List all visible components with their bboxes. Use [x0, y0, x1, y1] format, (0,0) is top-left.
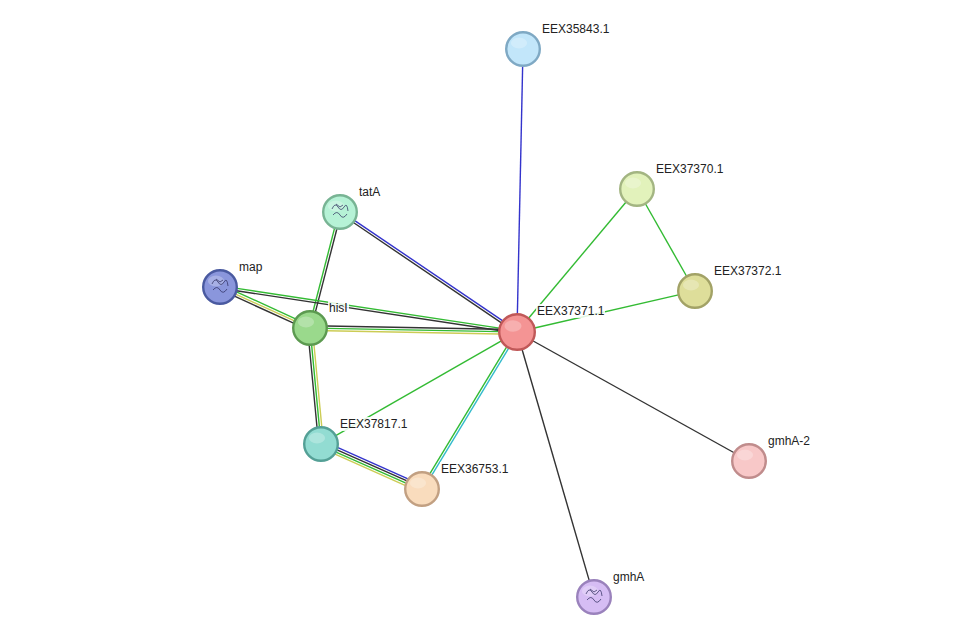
evidence-line [645, 204, 686, 276]
evidence-line [313, 228, 334, 311]
protein-node: EEX35843.1 [505, 31, 541, 67]
node-circle [322, 194, 358, 230]
evidence-line [533, 341, 734, 453]
evidence-line [338, 448, 408, 479]
evidence-line [430, 347, 507, 474]
node-label: hisI [328, 301, 349, 315]
interaction-edge [522, 349, 589, 580]
node-disc [203, 270, 237, 304]
evidence-line [237, 288, 499, 328]
evidence-line [234, 296, 293, 323]
protein-node: map [202, 269, 238, 305]
structure-icon [212, 279, 228, 292]
interaction-edge [353, 221, 502, 323]
protein-node: tatA [322, 194, 358, 230]
evidence-line [517, 66, 522, 314]
node-label: EEX35843.1 [541, 22, 610, 36]
node-disc [499, 314, 535, 350]
interaction-edge [535, 295, 679, 328]
protein-node: EEX37817.1 [303, 426, 339, 462]
interaction-edge [430, 347, 509, 475]
evidence-line [335, 454, 405, 485]
protein-node: gmhA-2 [731, 443, 767, 479]
evidence-line [529, 202, 627, 318]
node-highlight [298, 317, 314, 328]
evidence-line [309, 345, 317, 427]
node-disc [293, 311, 327, 345]
evidence-line [522, 349, 589, 580]
evidence-line [336, 341, 502, 436]
interaction-edge [335, 448, 408, 486]
protein-node: hisI [292, 310, 328, 346]
node-disc [304, 427, 338, 461]
node-disc [405, 472, 439, 506]
node-label: EEX37370.1 [655, 162, 724, 176]
node-circle [731, 443, 767, 479]
structure-icon [586, 589, 602, 602]
protein-node: EEX36753.1 [404, 471, 440, 507]
node-disc [620, 172, 654, 206]
node-circle [292, 310, 328, 346]
interaction-edge [533, 341, 734, 453]
structure-icon [332, 204, 348, 217]
evidence-line [237, 291, 499, 331]
interaction-edge [529, 202, 627, 318]
evidence-line [336, 452, 406, 483]
node-highlight [511, 38, 527, 49]
node-label: tatA [358, 185, 381, 199]
interaction-edge [237, 288, 500, 330]
node-circle [303, 426, 339, 462]
node-highlight [410, 478, 426, 489]
protein-node: EEX37372.1 [677, 273, 713, 309]
evidence-line [353, 223, 501, 323]
node-circle [404, 471, 440, 507]
evidence-line [315, 229, 336, 312]
protein-node: EEX37370.1 [619, 171, 655, 207]
protein-node: EEX37371.1 [498, 313, 536, 351]
evidence-line [337, 450, 407, 481]
node-highlight [504, 320, 521, 331]
node-circle [677, 273, 713, 309]
node-label: gmhA-2 [767, 434, 811, 448]
interaction-edge [336, 341, 502, 436]
interaction-edge [327, 326, 499, 334]
node-disc [506, 32, 540, 66]
node-circle [505, 31, 541, 67]
interaction-edge [645, 204, 686, 276]
node-label: EEX37372.1 [713, 264, 782, 278]
evidence-line [432, 348, 509, 475]
node-disc [678, 274, 712, 308]
protein-node: gmhA [576, 579, 612, 615]
evidence-line [327, 331, 499, 334]
node-label: EEX36753.1 [440, 462, 509, 476]
node-disc [323, 195, 357, 229]
evidence-line [535, 295, 679, 328]
node-highlight [309, 433, 325, 444]
node-highlight [683, 280, 699, 291]
interaction-edge [234, 292, 295, 323]
node-label: gmhA [612, 570, 645, 584]
node-circle [498, 313, 536, 351]
node-circle [576, 579, 612, 615]
node-highlight [625, 178, 641, 189]
node-disc [732, 444, 766, 478]
interaction-edge [517, 66, 522, 314]
node-highlight [737, 450, 753, 461]
interaction-edge [313, 228, 337, 312]
evidence-line [355, 221, 503, 321]
node-circle [202, 269, 238, 305]
node-label: EEX37371.1 [536, 304, 605, 318]
node-label: EEX37817.1 [339, 417, 408, 431]
node-label: map [238, 260, 263, 274]
node-circle [619, 171, 655, 207]
interaction-edge [309, 345, 322, 428]
node-disc [577, 580, 611, 614]
